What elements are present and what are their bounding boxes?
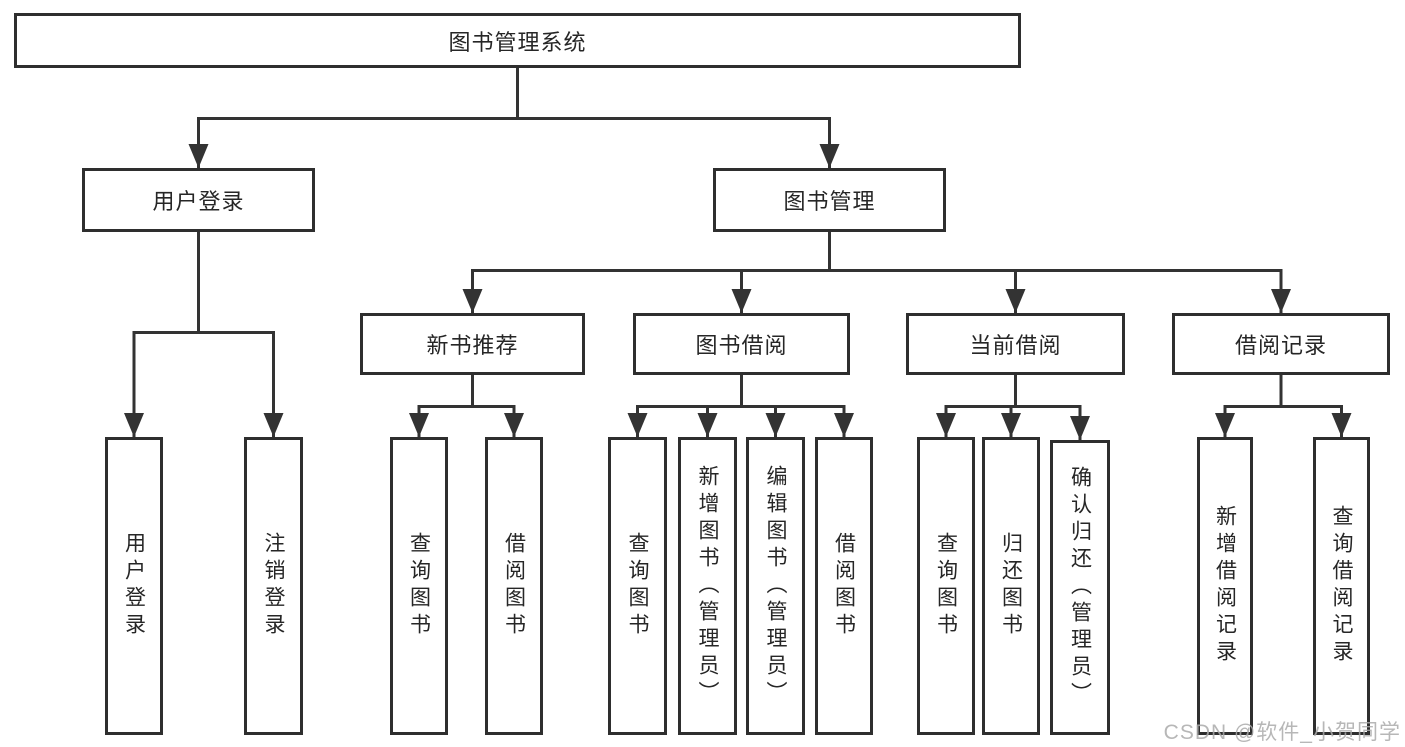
leaf-query-books-borrow: 查询图书 <box>608 437 667 735</box>
node-label: 新书推荐 <box>426 333 519 358</box>
connector-arrows <box>124 120 1352 440</box>
node-borrowing-records: 借阅记录 <box>1172 313 1390 375</box>
node-new-book-recommendation: 新书推荐 <box>360 313 585 375</box>
leaf-add-books-admin: 新增图书（管理员） <box>678 437 737 735</box>
node-label: 注销登录 <box>262 532 285 640</box>
node-label: 新增图书（管理员） <box>696 464 719 708</box>
node-label: 用户登录 <box>152 189 245 214</box>
leaf-logout: 注销登录 <box>244 437 303 735</box>
node-label: 借阅图书 <box>502 532 526 640</box>
node-book-management: 图书管理 <box>713 168 946 232</box>
leaf-query-books-current: 查询图书 <box>917 437 975 735</box>
csdn-watermark: CSDN @软件_小贺同学 <box>1163 721 1401 744</box>
leaf-query-books-recommend: 查询图书 <box>390 437 448 735</box>
node-label: 确认归还（管理员） <box>1068 466 1092 709</box>
leaf-borrow-books: 借阅图书 <box>815 437 873 735</box>
connector-trunks <box>132 68 1343 408</box>
leaf-query-borrow-record: 查询借阅记录 <box>1313 437 1370 735</box>
node-label: 查询图书 <box>407 532 431 640</box>
leaf-confirm-return-admin: 确认归还（管理员） <box>1050 440 1110 735</box>
node-library-management-system: 图书管理系统 <box>14 13 1021 68</box>
node-current-borrowing: 当前借阅 <box>906 313 1125 375</box>
node-label: 借阅图书 <box>832 532 856 640</box>
node-label: 当前借阅 <box>969 333 1062 358</box>
node-label: 图书管理系统 <box>448 29 587 55</box>
node-label: 查询图书 <box>934 532 958 640</box>
node-label: 编辑图书（管理员） <box>764 464 787 708</box>
node-label: 查询图书 <box>626 532 649 640</box>
leaf-user-login: 用户登录 <box>105 437 163 735</box>
leaf-add-borrow-record: 新增借阅记录 <box>1197 437 1253 735</box>
node-book-borrowing: 图书借阅 <box>633 313 850 375</box>
leaf-return-books: 归还图书 <box>982 437 1040 735</box>
node-label: 归还图书 <box>999 532 1023 640</box>
node-label: 图书管理 <box>783 189 876 214</box>
leaf-borrow-books-recommend: 借阅图书 <box>485 437 543 735</box>
node-label: 查询借阅记录 <box>1330 505 1353 667</box>
node-user-login: 用户登录 <box>82 168 315 232</box>
node-label: 图书借阅 <box>695 333 788 358</box>
leaf-edit-books-admin: 编辑图书（管理员） <box>746 437 805 735</box>
node-label: 新增借阅记录 <box>1213 505 1237 667</box>
node-label: 借阅记录 <box>1234 333 1327 358</box>
node-label: 用户登录 <box>122 532 146 640</box>
